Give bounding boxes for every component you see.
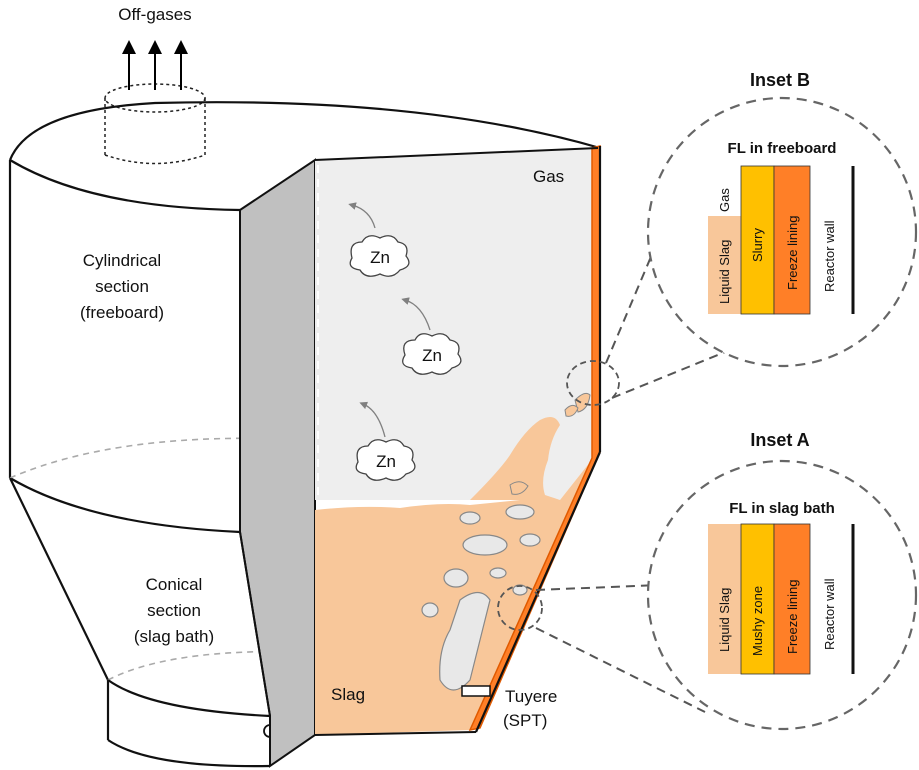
inset-b-slurry-label: Slurry — [750, 228, 765, 262]
zn-cloud: Zn — [401, 297, 462, 375]
cross-section — [314, 145, 602, 736]
cylindrical-label-1: Cylindrical — [83, 251, 161, 270]
conical-label-1: Conical — [146, 575, 203, 594]
inset-b-reactor-wall-label: Reactor wall — [822, 220, 837, 292]
inset-b-subtitle: FL in freeboard — [728, 140, 837, 157]
tuyere-label: Tuyere — [505, 687, 557, 706]
inset-b-gas-label: Gas — [717, 188, 732, 212]
cylindrical-label-2: section — [95, 277, 149, 296]
layer-freeze-lining — [773, 523, 811, 675]
layer-slurry — [740, 165, 775, 315]
cylindrical-label-3: (freeboard) — [80, 303, 164, 322]
tuyere-sub-label: (SPT) — [503, 711, 547, 730]
offgas-chimney — [104, 83, 206, 165]
zoom-circle-a — [497, 584, 706, 713]
offgases-label: Off-gases — [118, 5, 191, 24]
offgas-arrows — [122, 40, 188, 90]
conical-label-3: (slag bath) — [134, 627, 214, 646]
inset-a-mushy-zone-label: Mushy zone — [750, 586, 765, 656]
zn-label: Zn — [370, 248, 390, 267]
inset-b-title: Inset B — [750, 70, 810, 90]
inset-a-title: Inset A — [750, 430, 809, 450]
zn-label: Zn — [422, 346, 442, 365]
slag-region — [315, 452, 598, 735]
inset-a: Inset A FL in slag bath Liquid Slag Mush… — [646, 430, 918, 731]
layer-freeze-lining — [773, 165, 811, 315]
gas-region — [315, 148, 598, 500]
inset-a-freeze-lining-label: Freeze lining — [785, 580, 800, 654]
gas-label: Gas — [533, 167, 564, 186]
layer-liquid-slag — [708, 524, 741, 674]
wall-cut-section — [239, 158, 316, 768]
inset-b-freeze-lining-label: Freeze lining — [785, 216, 800, 290]
zn-cloud: Zn — [348, 202, 410, 277]
zn-label: Zn — [376, 452, 396, 471]
layer-gas — [708, 166, 741, 216]
inset-b: Inset B FL in freeboard Gas Liquid Slag … — [646, 70, 918, 368]
inset-a-subtitle: FL in slag bath — [729, 500, 835, 517]
zn-cloud: Zn — [355, 401, 416, 481]
inset-a-reactor-wall-label: Reactor wall — [822, 578, 837, 650]
layer-mushy-zone — [740, 523, 775, 675]
inset-a-liquid-slag-label: Liquid Slag — [717, 588, 732, 652]
tuyere-port — [461, 685, 491, 697]
slag-label: Slag — [331, 685, 365, 704]
inset-b-liquid-slag-label: Liquid Slag — [717, 240, 732, 304]
layer-liquid-slag — [708, 216, 741, 314]
zoom-circle-b — [566, 199, 736, 406]
conical-label-2: section — [147, 601, 201, 620]
